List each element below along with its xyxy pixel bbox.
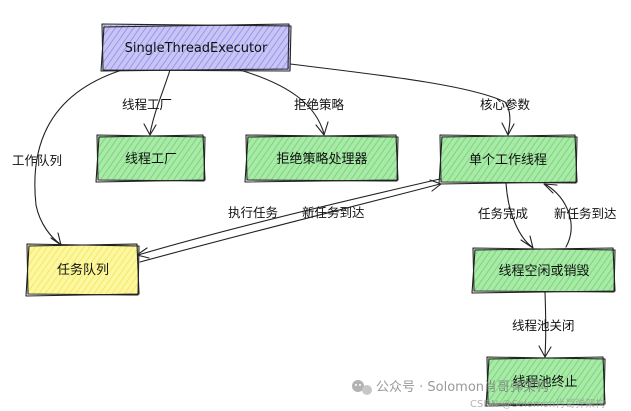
edge-label-new-task-right: 新任务到达 <box>554 206 617 221</box>
edge-label-thread-factory: 线程工厂 <box>122 97 172 112</box>
node-label-thread-idle-or-destroy: 线程空闲或销毁 <box>498 264 589 279</box>
edge-label-work-queue: 工作队列 <box>12 153 62 168</box>
edge-task-complete <box>505 182 534 249</box>
edge-execute-task <box>136 178 441 259</box>
node-label-worker-thread: 单个工作线程 <box>469 153 547 168</box>
edge-core-params <box>289 63 515 136</box>
node-label-task-queue: 任务队列 <box>57 262 109 278</box>
edge-thread-factory <box>143 69 171 136</box>
watermark: 公众号 · Solomon肖哥弹架构 CSDN @Solomon肖哥弹架构 <box>352 380 605 410</box>
node-worker-thread: 单个工作线程 <box>438 134 578 185</box>
watermark-small-text: CSDN @Solomon肖哥弹架构 <box>470 397 605 410</box>
node-label-rejection-handler: 拒绝策略处理器 <box>276 151 367 167</box>
edge-label-rejection-policy: 拒绝策略 <box>294 97 345 112</box>
node-rejection-handler: 拒绝策略处理器 <box>244 134 399 183</box>
node-pool-terminated: 线程池终止 <box>485 356 606 407</box>
node-label-executor: SingleThreadExecutor <box>125 41 268 56</box>
edge-new-task-left <box>139 179 442 263</box>
edge-label-task-complete: 任务完成 <box>478 206 528 221</box>
node-thread-idle-or-destroy: 线程空闲或销毁 <box>471 247 616 294</box>
node-label-pool-terminated: 线程池终止 <box>512 374 577 390</box>
edge-label-execute-task: 执行任务 <box>228 205 278 220</box>
node-label-thread-factory: 线程工厂 <box>125 152 177 167</box>
node-task-queue: 任务队列 <box>25 243 140 297</box>
edge-label-pool-shutdown: 线程池关闭 <box>512 318 575 333</box>
wechat-icon <box>352 380 372 395</box>
edge-label-core-params: 核心参数 <box>480 97 531 112</box>
edge-rejection-policy <box>239 69 329 136</box>
node-single-thread-executor: SingleThreadExecutor <box>100 23 292 72</box>
watermark-text: 公众号 · Solomon肖哥弹架构 <box>376 380 549 395</box>
node-thread-factory: 线程工厂 <box>95 134 206 183</box>
edge-pool-shutdown <box>538 291 552 358</box>
edge-label-new-task-left: 新任务到达 <box>302 205 365 220</box>
edge-new-task-right <box>543 183 572 248</box>
